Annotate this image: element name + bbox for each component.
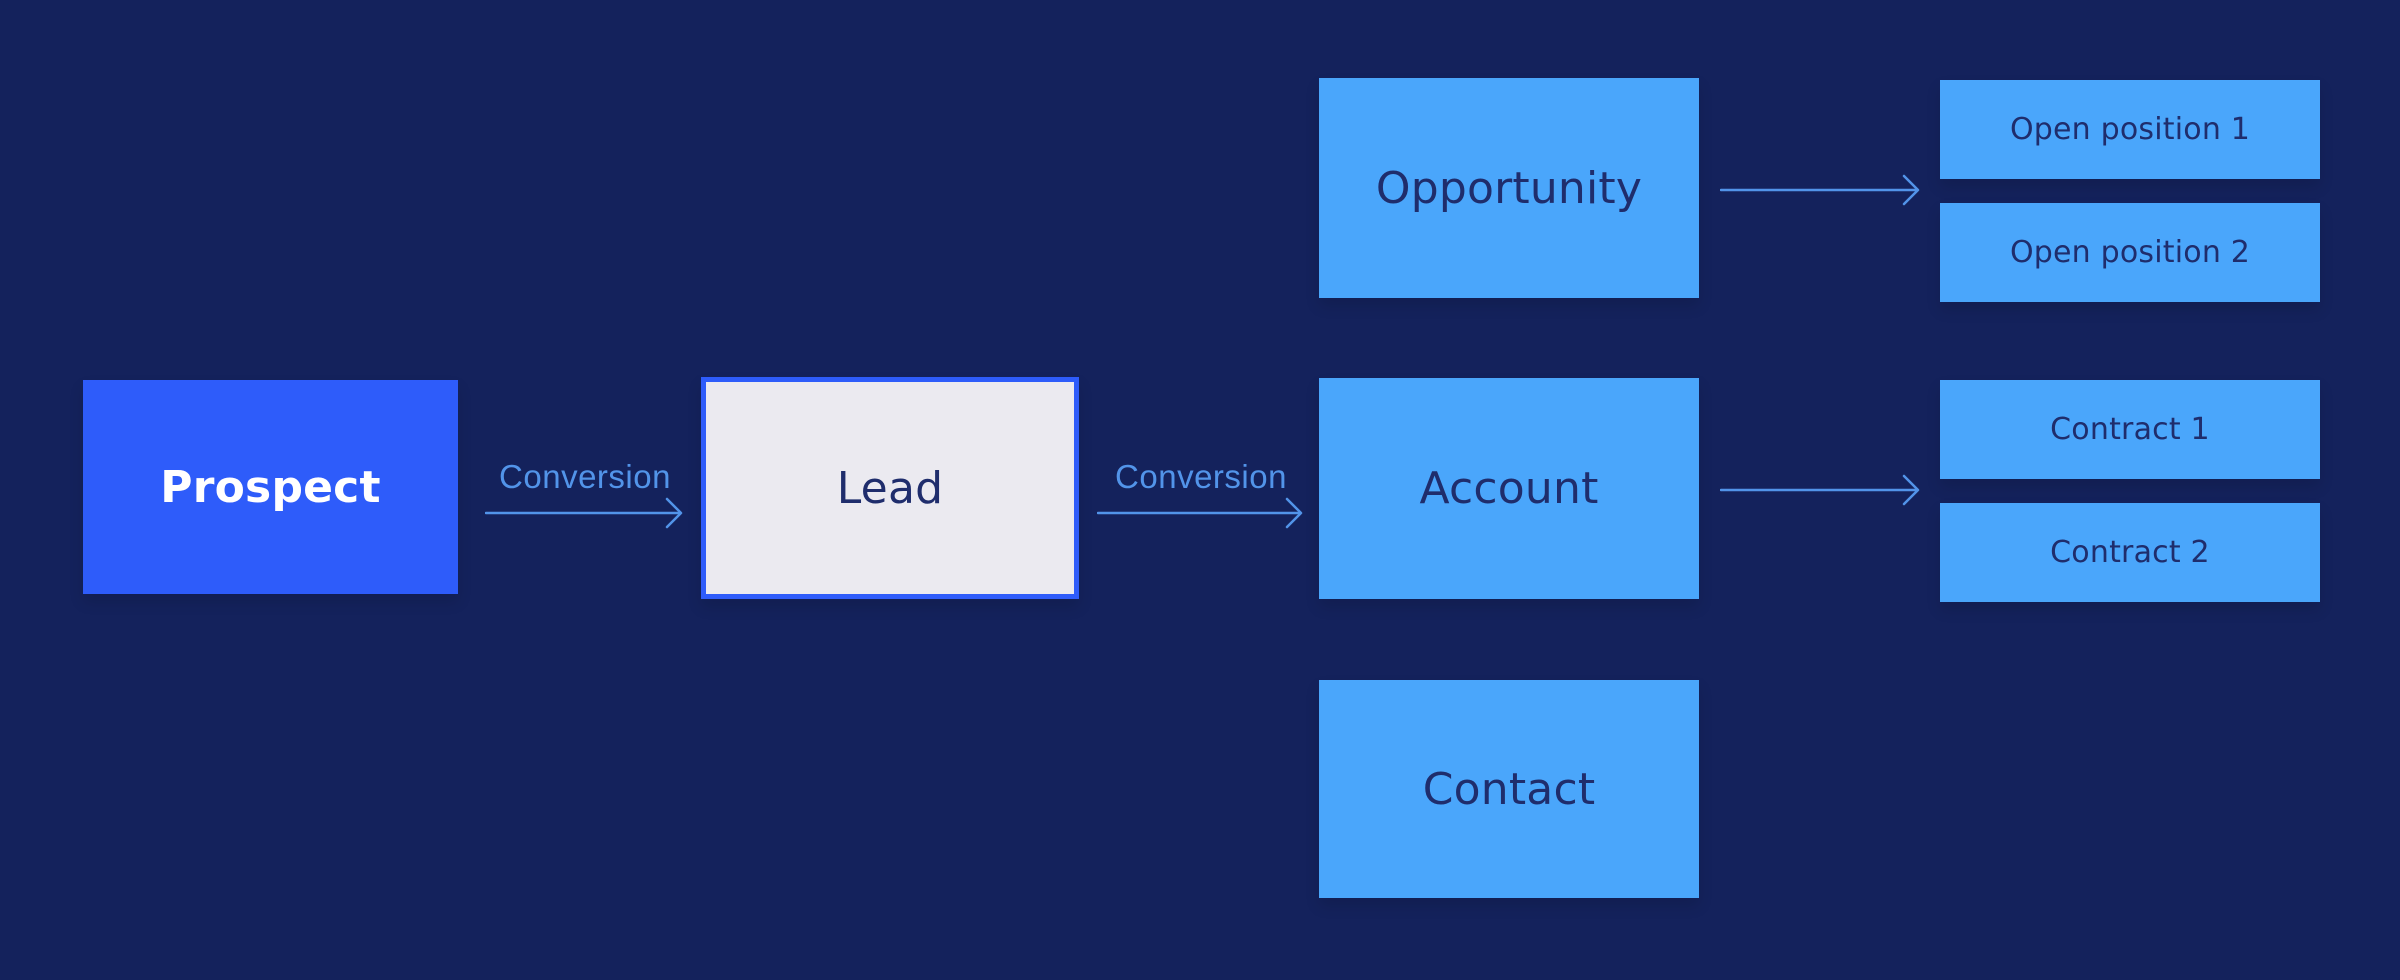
node-open-position-1-label: Open position 1 [2009, 112, 2251, 147]
node-contract-2: Contract 2 [1940, 503, 2320, 602]
relation-arrow-account-icon [1720, 470, 1922, 510]
node-contract-1-label: Contract 1 [2050, 412, 2210, 447]
node-prospect-label: Prospect [160, 461, 381, 513]
node-lead: Lead [701, 377, 1079, 599]
node-contact: Contact [1319, 680, 1699, 898]
node-contact-label: Contact [1422, 763, 1596, 815]
node-prospect: Prospect [83, 380, 458, 594]
node-opportunity-label: Opportunity [1375, 162, 1643, 214]
node-open-position-2: Open position 2 [1940, 203, 2320, 302]
node-opportunity: Opportunity [1319, 78, 1699, 298]
edge-label-conversion-1: Conversion [499, 458, 671, 495]
node-open-position-1: Open position 1 [1940, 80, 2320, 179]
relation-arrow-opportunity-icon [1720, 170, 1922, 210]
edge-label-conversion-2: Conversion [1115, 458, 1287, 495]
conversion-arrow-1-icon [485, 493, 685, 533]
node-lead-label: Lead [836, 462, 944, 514]
node-account-label: Account [1419, 463, 1599, 514]
node-account: Account [1319, 378, 1699, 599]
node-contract-2-label: Contract 2 [2050, 535, 2210, 570]
conversion-arrow-2-icon [1097, 493, 1305, 533]
node-open-position-2-label: Open position 2 [2009, 235, 2251, 270]
node-contract-1: Contract 1 [1940, 380, 2320, 479]
